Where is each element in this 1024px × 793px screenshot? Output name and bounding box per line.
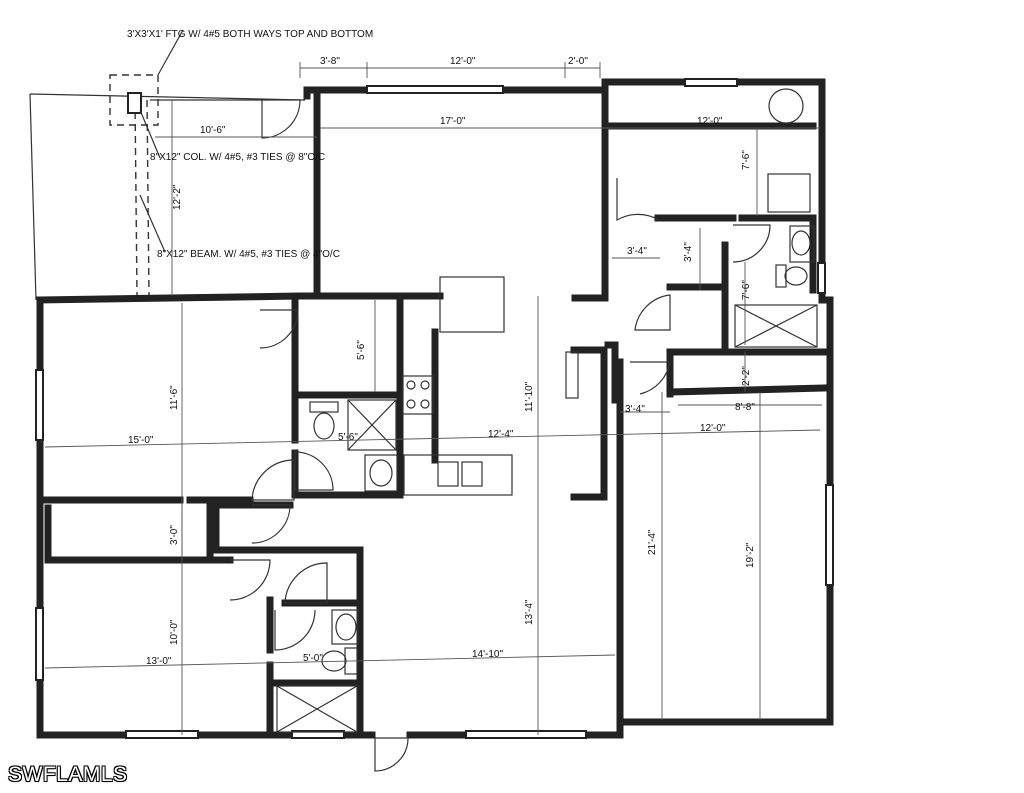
door-bath1 bbox=[294, 451, 334, 491]
window-bath-ne bbox=[817, 262, 826, 294]
door-bath2 bbox=[274, 609, 316, 651]
interior-walls bbox=[36, 86, 829, 739]
note-footing: 3'X3'X1' FTG W/ 4#5 BOTH WAYS TOP AND BO… bbox=[127, 29, 373, 40]
doors bbox=[229, 99, 771, 772]
dim-closet-depth: 5'-6" bbox=[356, 340, 367, 360]
door-lanai bbox=[261, 99, 301, 139]
sink-1-icon bbox=[369, 459, 393, 487]
fixtures bbox=[276, 88, 818, 733]
dim-garage-strip-w: 8'-8" bbox=[735, 402, 755, 413]
watermark-logo: SWFLAMLS bbox=[8, 763, 128, 786]
dim-top-mid: 12'-0" bbox=[450, 56, 476, 67]
window-bed2-south bbox=[125, 730, 199, 739]
dimension-lines bbox=[44, 62, 822, 735]
dim-lanai-depth: 12'-2" bbox=[172, 184, 183, 210]
sink-ne-icon bbox=[791, 230, 811, 256]
column-icon bbox=[127, 92, 142, 114]
door-bath-ne bbox=[732, 224, 771, 263]
sink-ne-cabinet bbox=[789, 225, 815, 263]
washer-icon bbox=[767, 173, 811, 213]
dim-bath-ne-d: 7'-6" bbox=[741, 280, 752, 300]
note-column: 8"X12" COL. W/ 4#5, #3 TIES @ 8"O/C bbox=[150, 152, 325, 163]
window-garage bbox=[825, 484, 834, 586]
door-entry bbox=[374, 737, 409, 772]
dim-hall-ne-d: 3'-4" bbox=[683, 242, 694, 262]
lanai-outline bbox=[29, 29, 306, 301]
note-beam: 8"X12" BEAM. W/ 4#5, #3 TIES @ 4"O/C bbox=[157, 249, 340, 260]
toilet-ne-icon bbox=[784, 266, 808, 286]
range-icon bbox=[402, 375, 434, 415]
dim-bed1-width: 15'-0" bbox=[128, 435, 154, 446]
door-closet2 bbox=[251, 504, 291, 544]
dim-lanai-width: 10'-6" bbox=[200, 125, 226, 136]
sink-1-cabinet bbox=[364, 454, 398, 492]
dim-bed-ne-depth: 7'-6" bbox=[741, 150, 752, 170]
windows bbox=[35, 78, 834, 739]
dim-garage-strip-d: 2'-2" bbox=[741, 366, 752, 386]
shower-ne-icon bbox=[734, 304, 818, 348]
dim-garage-depth: 21'-4" bbox=[647, 529, 658, 555]
bar-icon bbox=[565, 351, 579, 399]
dim-kitchen-depth: 11'-10" bbox=[524, 381, 535, 412]
fridge-icon bbox=[439, 276, 505, 333]
water-heater-icon bbox=[768, 88, 804, 124]
dim-bed2-depth: 10'-0" bbox=[169, 619, 180, 645]
window-bath2 bbox=[291, 730, 345, 739]
door-bed1 bbox=[251, 459, 295, 501]
dim-hall-ne-w: 3'-4" bbox=[627, 246, 647, 257]
dim-top-right: 2'-0" bbox=[568, 56, 588, 67]
window-bed-ne bbox=[684, 78, 738, 87]
door-linen bbox=[284, 562, 328, 604]
kitchen-sink-left bbox=[437, 461, 459, 487]
dim-bath1-width: 5'-6" bbox=[338, 432, 358, 443]
dim-bed-ne-width: 12'-0" bbox=[697, 116, 723, 127]
toilet-1-icon bbox=[313, 412, 335, 440]
dim-bath2-width: 5'-0" bbox=[303, 653, 323, 664]
dim-closet2-depth: 3'-0" bbox=[169, 525, 180, 545]
window-front bbox=[366, 85, 504, 94]
toilet-tank-1 bbox=[309, 401, 339, 413]
shower-1-icon bbox=[347, 399, 397, 451]
footing-outline bbox=[109, 74, 159, 126]
dim-living-width: 17'-0" bbox=[440, 116, 466, 127]
door-hall-ne bbox=[634, 294, 671, 331]
kitchen-sink-right bbox=[461, 461, 483, 487]
window-bed1 bbox=[35, 369, 44, 441]
dim-garage-inner-depth: 19'-2" bbox=[745, 542, 756, 568]
window-family bbox=[465, 730, 587, 739]
dim-bed2-width: 13'-0" bbox=[146, 656, 172, 667]
dim-kitchen-width: 12'-4" bbox=[488, 429, 514, 440]
door-closet1 bbox=[259, 309, 299, 349]
window-bed2 bbox=[35, 607, 44, 681]
shower-2-icon bbox=[276, 685, 358, 733]
dim-garage-hall-w: 3'-4" bbox=[625, 404, 645, 415]
dim-family-depth: 13'-4" bbox=[524, 599, 535, 625]
counter-icon bbox=[403, 454, 513, 496]
dim-garage-width: 12'-0" bbox=[700, 423, 726, 434]
sink-2-cabinet bbox=[331, 609, 359, 645]
door-garage bbox=[630, 361, 671, 395]
sink-2-icon bbox=[335, 613, 357, 641]
dim-bed1-depth: 11'-6" bbox=[169, 385, 180, 410]
door-bed-ne bbox=[616, 178, 660, 222]
door-bed2 bbox=[229, 559, 271, 601]
dim-family-width: 14'-10" bbox=[472, 649, 503, 660]
toilet-tank-ne bbox=[775, 264, 787, 288]
dim-top-left: 3'-8" bbox=[320, 56, 340, 67]
